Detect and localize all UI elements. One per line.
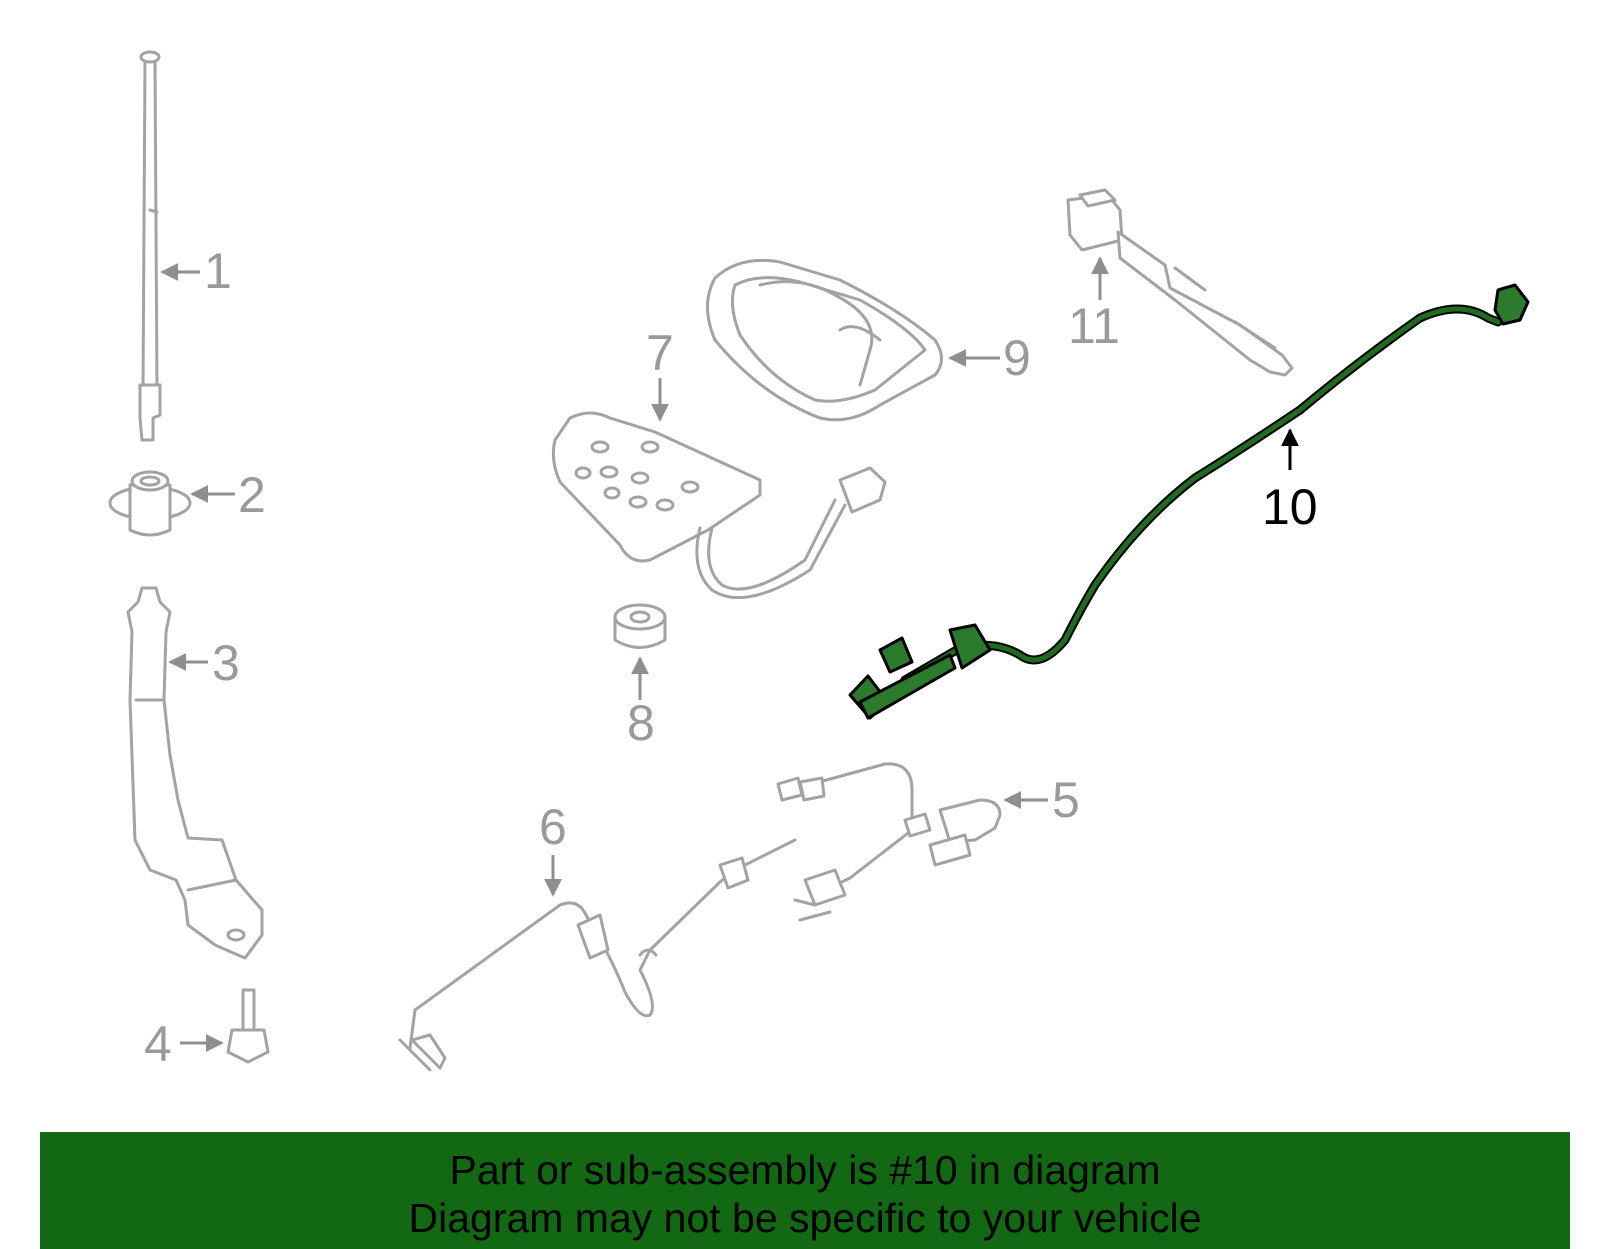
svg-text:2: 2 <box>238 467 266 523</box>
callout-6: 6 <box>539 799 567 897</box>
callout-1: 1 <box>160 243 232 299</box>
part-5-cable[interactable] <box>776 762 1002 922</box>
part-8-nut[interactable] <box>613 603 667 649</box>
svg-text:6: 6 <box>539 799 567 855</box>
svg-text:4: 4 <box>144 1016 172 1072</box>
callout-10: 10 <box>1262 428 1318 535</box>
callout-11: 11 <box>1068 256 1120 354</box>
info-banner: Part or sub-assembly is #10 in diagram D… <box>40 1132 1570 1249</box>
svg-text:7: 7 <box>646 325 674 381</box>
callout-3: 3 <box>168 635 240 691</box>
part-9-antenna-cover[interactable] <box>706 258 943 422</box>
svg-text:1: 1 <box>204 243 232 299</box>
svg-text:11: 11 <box>1068 298 1120 354</box>
part-6-antenna-cable[interactable] <box>398 838 797 1072</box>
svg-text:8: 8 <box>627 695 655 751</box>
callout-9: 9 <box>948 330 1031 386</box>
svg-text:9: 9 <box>1003 330 1031 386</box>
svg-text:5: 5 <box>1052 772 1080 828</box>
part-4-bolt[interactable] <box>226 988 270 1064</box>
part-2-grommet[interactable] <box>108 470 192 537</box>
callout-2: 2 <box>190 467 266 523</box>
banner-line-disclaimer: Diagram may not be specific to your vehi… <box>408 1195 1202 1241</box>
part-3-bracket[interactable] <box>126 586 264 960</box>
part-11-cable[interactable] <box>1066 188 1294 377</box>
part-1-antenna-mast[interactable] <box>138 50 162 442</box>
svg-text:3: 3 <box>212 635 240 691</box>
part-10-cable-highlighted[interactable] <box>848 283 1530 720</box>
callout-5: 5 <box>1003 772 1080 828</box>
callout-8: 8 <box>627 656 655 751</box>
banner-line-part: Part or sub-assembly is #10 in diagram <box>449 1147 1161 1193</box>
callout-4: 4 <box>144 1016 224 1072</box>
callout-7: 7 <box>646 325 674 422</box>
svg-text:10: 10 <box>1262 479 1318 535</box>
part-7-antenna-base[interactable] <box>551 411 887 600</box>
